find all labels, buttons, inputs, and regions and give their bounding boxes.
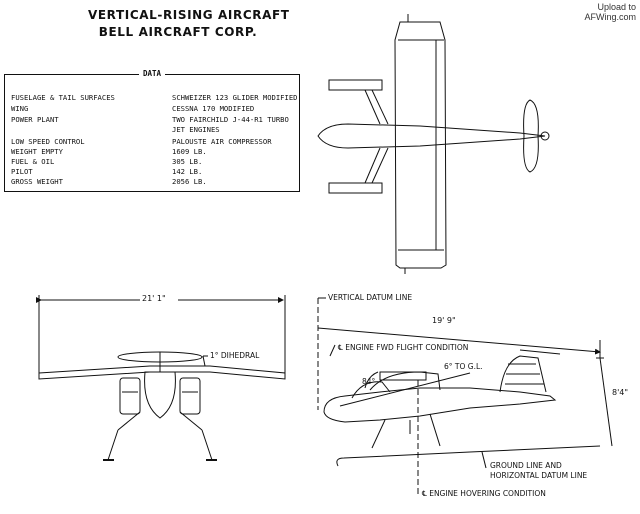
drawing-title: VERTICAL-RISING AIRCRAFT	[88, 8, 290, 22]
ground-line-label-2: HORIZONTAL DATUM LINE	[490, 471, 588, 480]
data-row: GROSS WEIGHT 2056 LB.	[11, 177, 296, 188]
front-engines	[119, 377, 201, 415]
data-table: DATA FUSELAGE & TAIL SURFACES SCHWEIZER 1…	[4, 69, 300, 192]
height-label: 8'4"	[612, 388, 629, 397]
data-label: POWER PLANT	[11, 115, 59, 124]
drawing-subtitle: BELL AIRCRAFT CORP.	[98, 25, 258, 39]
top-engine-pods	[328, 79, 389, 194]
length-label: 19' 9"	[432, 316, 456, 325]
data-row: FUSELAGE & TAIL SURFACES SCHWEIZER 123 GL…	[11, 93, 298, 104]
top-fuselage	[317, 123, 546, 149]
front-view	[36, 295, 286, 461]
angle-gl-label: 6° TO G.L.	[444, 362, 483, 371]
fwd-flight-label: ℄ ENGINE FWD FLIGHT CONDITION	[338, 343, 469, 352]
data-value: JET ENGINES	[172, 125, 220, 134]
side-landing-gear	[336, 413, 471, 467]
data-row: JET ENGINES	[11, 125, 296, 136]
front-landing-gear	[103, 411, 217, 461]
data-label: WEIGHT EMPTY	[11, 147, 63, 156]
data-row: WEIGHT EMPTY 1609 LB.	[11, 147, 296, 158]
angle-84-label: 84°	[362, 377, 376, 386]
data-value: 1609 LB.	[172, 147, 207, 156]
front-wing	[38, 365, 286, 380]
data-value: 142 LB.	[172, 167, 203, 176]
data-value: 305 LB.	[172, 157, 203, 166]
watermark-line-2: AFWing.com	[584, 12, 636, 22]
data-label: FUSELAGE & TAIL SURFACES	[11, 93, 115, 102]
data-value: TWO FAIRCHILD J-44-R1 TURBO	[172, 115, 289, 124]
data-row: FUEL & OIL 305 LB.	[11, 157, 296, 168]
data-value: SCHWEIZER 123 GLIDER MODIFIED	[172, 93, 298, 102]
top-tailplane	[523, 99, 539, 173]
data-value: PALOUSTE AIR COMPRESSOR	[172, 137, 272, 146]
data-value: CESSNA 170 MODIFIED	[172, 104, 255, 113]
data-heading: DATA	[138, 69, 166, 78]
data-label: GROSS WEIGHT	[11, 177, 63, 186]
data-row: WING CESSNA 170 MODIFIED	[11, 104, 296, 115]
ground-line-label-1: GROUND LINE AND	[490, 461, 562, 470]
top-wing	[394, 21, 447, 269]
data-label: PILOT	[11, 167, 33, 176]
data-label: FUEL & OIL	[11, 157, 55, 166]
data-value: 2056 LB.	[172, 177, 207, 186]
hover-label: ℄ ENGINE HOVERING CONDITION	[422, 489, 546, 498]
vertical-datum-label: VERTICAL DATUM LINE	[328, 293, 413, 302]
side-fuselage	[323, 387, 557, 423]
watermark-line-1: Upload to	[597, 2, 636, 12]
data-row: PILOT 142 LB.	[11, 167, 296, 178]
data-label: WING	[11, 104, 29, 113]
skid	[336, 451, 471, 467]
data-row: POWER PLANT TWO FAIRCHILD J-44-R1 TURBO	[11, 115, 296, 126]
top-view	[317, 14, 550, 274]
dihedral-label: 1° DIHEDRAL	[210, 351, 260, 360]
data-label: LOW SPEED CONTROL	[11, 137, 85, 146]
data-row: LOW SPEED CONTROL PALOUSTE AIR COMPRESSOR	[11, 137, 296, 148]
span-label: 21' 1"	[142, 294, 166, 303]
side-view	[317, 297, 613, 494]
